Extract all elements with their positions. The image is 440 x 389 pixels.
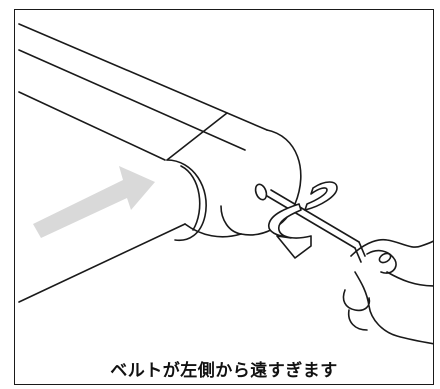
belt-seam — [166, 112, 228, 161]
inner-roller — [166, 159, 207, 242]
hex-key-handle — [354, 241, 366, 263]
bolt-hole — [254, 183, 268, 201]
hand-finger-2 — [342, 289, 371, 312]
hand-fingers — [354, 271, 433, 345]
caption-text: ベルトが左側から遠すぎます — [110, 361, 338, 381]
frame-rail-mid — [18, 49, 246, 151]
frame-bottom-edge — [18, 223, 186, 303]
hex-key-shaft — [266, 195, 356, 249]
rotation-arrow-icon — [267, 181, 338, 259]
inner-roller-face — [180, 165, 201, 231]
treadmill-illustration — [18, 23, 433, 345]
direction-arrow-icon — [33, 166, 155, 238]
frame-rail-low — [18, 91, 166, 161]
roller-end-face — [220, 205, 242, 235]
hand-finger-3 — [347, 309, 368, 331]
frame-lower-curve — [184, 223, 242, 238]
hand-outline — [350, 238, 433, 257]
frame-rail-top — [18, 23, 268, 131]
hex-key-shaft-2 — [270, 189, 360, 243]
illustration-frame: ベルトが左側から遠すぎます — [14, 9, 434, 385]
hand-palm — [386, 271, 433, 287]
thumb-nail — [378, 252, 392, 264]
